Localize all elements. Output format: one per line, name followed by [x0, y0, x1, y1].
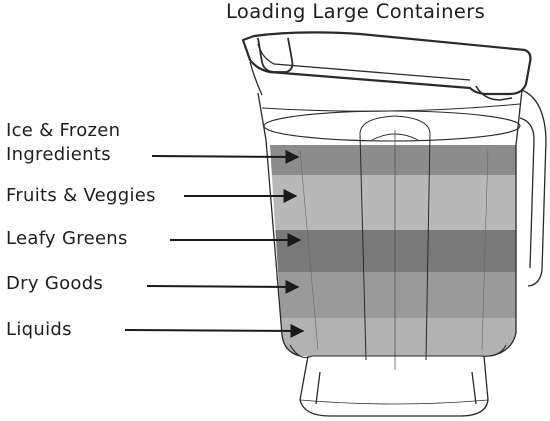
layer-label-line: Dry Goods — [6, 273, 104, 294]
layer-band-leafy-greens — [270, 230, 516, 272]
layer-band-dry-goods — [270, 272, 516, 318]
arrows — [124, 149, 305, 338]
layer-label-fruits-veggies: Fruits & Veggies — [6, 184, 156, 208]
jar-outline — [257, 89, 547, 417]
layer-label-liquids: Liquids — [6, 318, 72, 342]
layer-label-dry-goods: Dry Goods — [6, 272, 103, 296]
arrow-liquids — [124, 323, 305, 338]
layer-label-line: Ice & Frozen — [6, 120, 121, 141]
layer-label-line: Fruits & Veggies — [6, 185, 156, 206]
layer-bands — [270, 145, 516, 356]
layer-label-line: Leafy Greens — [6, 228, 128, 249]
layer-band-ice-frozen — [270, 145, 516, 175]
layer-label-ice-frozen: Ice & Frozen Ingredients — [6, 119, 120, 167]
lid — [241, 31, 532, 101]
layer-label-line: Liquids — [6, 319, 72, 340]
diagram-title: Loading Large Containers — [226, 0, 486, 23]
layer-label-leafy-greens: Leafy Greens — [6, 227, 128, 251]
arrow-ice-frozen — [151, 149, 300, 164]
arrow-dry-goods — [146, 279, 300, 294]
layer-band-liquids — [270, 318, 516, 356]
layer-label-line: Ingredients — [6, 144, 111, 165]
layer-band-fruits-veggies — [270, 175, 516, 230]
